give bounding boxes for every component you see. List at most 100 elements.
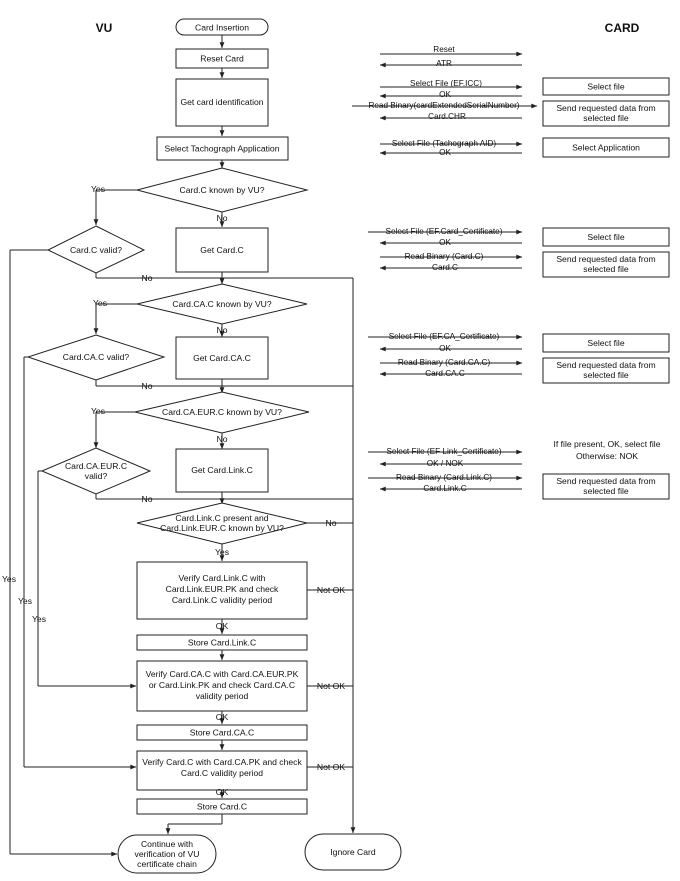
msg-reset: Reset [433,45,455,54]
msg-cardca: Card.CA.C [425,369,465,378]
yes-label-cardca-valid: Yes [18,596,32,606]
card-send-data-cardca-box [542,357,670,384]
card-select-file-icc-box [542,77,670,96]
get-card-link-box [175,448,269,493]
get-cardca-label: Get Card.CA.C [193,353,251,363]
decision-cardcaeur-valid [40,447,152,495]
get-card-identification-label: Get card identification [180,97,263,107]
card-if-present-label-2: Otherwise: NOK [576,451,638,461]
no-label-cardca-known: No [217,325,228,335]
ok-label-verify-link: OK [216,621,229,631]
message-arrows [352,51,538,492]
verify-card-link-label-3: Card.Link.C validity period [172,595,273,605]
card-send-data-cardca-label-1: Send requested data from [556,360,655,370]
card-send-data-cardc-label-1: Send requested data from [556,254,655,264]
ok-label-verify-c: OK [216,787,229,797]
decision-cardc-valid-label: Card.C valid? [70,245,122,255]
get-cardca-box [175,336,269,380]
store-card-link-label: Store Card.Link.C [188,638,256,648]
msg-link: Card.Link.C [423,484,466,493]
store-card-ca-box [136,724,308,741]
select-tachograph-application-label: Select Tachograph Application [165,144,280,154]
get-card-link-label: Get Card.Link.C [191,465,253,475]
card-send-data-link-label-1: Send requested data from [556,476,655,486]
msg-ok-card-cert: OK [439,238,451,247]
decision-cardcaeur-valid-label-2: valid? [85,471,108,481]
no-label-cardc-valid: No [142,273,153,283]
store-card-c-box [136,798,308,815]
verify-card-ca-label-1: Verify Card.CA.C with Card.CA.EUR.PK [146,669,299,679]
msg-read-serial: Read Binary(cardExtendedSerialNumber) [368,101,519,110]
card-select-application-box [542,137,670,158]
decision-cardc-known-label: Card.C known by VU? [179,185,264,195]
decision-cardcaeur-known [134,391,310,434]
store-card-link-box [136,634,308,651]
verify-card-c-box [136,750,308,791]
verify-card-link-label-1: Verify Card.Link.C with [179,573,266,583]
get-cardc-box [175,227,269,273]
yes-label-cardca-known: Yes [93,298,107,308]
card-select-application-label: Select Application [572,143,640,153]
card-select-file-icc-label: Select file [587,82,624,92]
verify-card-link-box [136,561,308,620]
store-card-ca-label: Store Card.CA.C [190,728,254,738]
continue-label-1: Continue with [141,839,193,849]
card-insertion-terminator [175,18,269,36]
msg-select-ca-cert: Select File (EF.CA_Certificate) [389,332,500,341]
decision-cardc-valid [46,225,146,274]
msg-ok-ca-cert: OK [439,344,451,353]
msg-select-link-cert: Select File (EF Link_Certificate) [386,447,501,456]
verify-card-ca-label-3: validity period [196,691,249,701]
msg-card-chr: Card.CHR [428,112,466,121]
msg-select-tacho: Select File (Tachograph AID) [392,139,496,148]
decision-cardca-known [136,283,308,325]
verify-card-c-label-2: Card.C validity period [181,768,263,778]
get-card-identification-box [175,78,269,127]
decision-link-present [136,502,308,545]
card-send-data-cardca-label-2: selected file [583,370,629,380]
decision-link-present-label-2: Card.Link.EUR.C known by VU? [160,523,284,533]
continue-verification-terminator [117,834,217,874]
msg-atr: ATR [436,59,452,68]
msg-ok-nok: OK / NOK [427,459,464,468]
card-send-data-serial-label-1: Send requested data from [556,103,655,113]
no-label-cardc-known: No [217,213,228,223]
decision-cardc-known [135,167,309,213]
continue-label-2: verification of VU [135,849,200,859]
no-label-cardcaeur-known: No [217,434,228,444]
no-label-cardca-valid: No [142,381,153,391]
decision-link-present-label-1: Card.Link.C present and [175,513,268,523]
not-ok-label-verify-link: Not OK [317,585,345,595]
card-insertion-label: Card Insertion [195,23,249,33]
yes-label-cardcaeur-valid: Yes [32,614,46,624]
card-send-data-link-label-2: selected file [583,486,629,496]
decision-cardca-valid-label: Card.CA.C valid? [63,352,130,362]
continue-label-3: certificate chain [137,859,197,869]
card-if-present-label-1: If file present, OK, select file [554,439,661,449]
yes-label-link-present: Yes [215,547,229,557]
not-ok-label-verify-ca: Not OK [317,681,345,691]
verify-card-link-label-2: Card.Link.EUR.PK and check [166,584,279,594]
msg-ok-tacho: OK [439,148,451,157]
card-select-file-cardc-label: Select file [587,232,624,242]
card-send-data-link-box [542,473,670,500]
yes-label-cardcaeur-known: Yes [91,406,105,416]
msg-read-cardca: Read Binary (Card.CA.C) [398,358,491,367]
verify-card-ca-box [136,660,308,712]
reset-card-box [175,48,269,69]
card-column-header: CARD [605,21,640,35]
msg-cardc: Card.C [432,263,458,272]
ignore-card-terminator [304,833,402,871]
flow-connectors [9,35,356,857]
verify-card-c-label-1: Verify Card.C with Card.CA.PK and check [142,757,302,767]
card-send-data-serial-box [542,100,670,127]
verify-card-ca-label-2: or Card.Link.PK and check Card.CA.C [149,680,295,690]
ignore-card-label: Ignore Card [330,847,376,857]
card-send-data-cardc-box [542,251,670,278]
msg-select-icc: Select File (EF.ICC) [410,79,482,88]
decision-cardca-valid [26,334,166,381]
yes-label-cardc-known: Yes [91,184,105,194]
card-send-data-cardc-label-2: selected file [583,264,629,274]
decision-cardcaeur-valid-label-1: Card.CA.EUR.C [65,461,127,471]
